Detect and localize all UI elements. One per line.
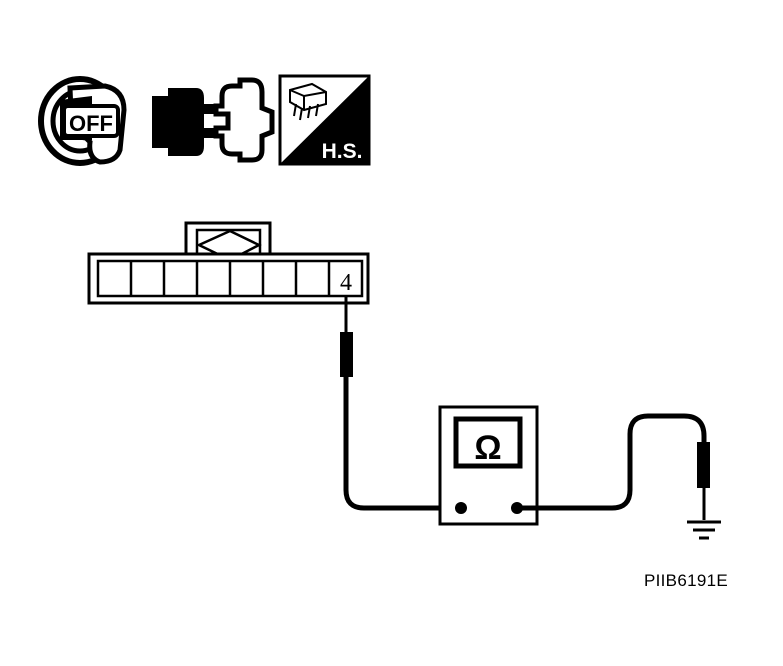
harness-connector-icon: H.S. [278,74,371,166]
harness-hs-label: H.S. [322,140,363,163]
ground-icon [687,520,721,540]
ohmmeter-icon: Ω [438,405,539,526]
meter-terminal-left [455,502,467,514]
ignition-key-off-icon: OFF [38,76,127,166]
connector-disconnect-icon [152,77,275,163]
connector-harness-side: 4 [87,221,370,305]
ohm-symbol: Ω [474,429,501,467]
terminal-4-label: 4 [340,270,352,296]
probe-lead-ground [517,413,710,520]
probe-lead-terminal [340,296,460,511]
figure-code: PIIB6191E [644,571,728,590]
ignition-off-label: OFF [69,111,113,136]
